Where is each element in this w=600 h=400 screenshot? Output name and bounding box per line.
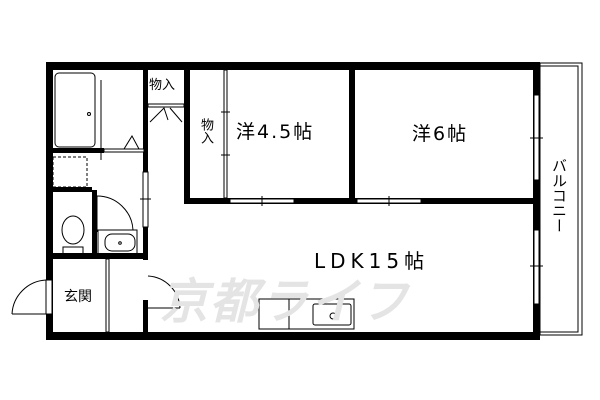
watermark: 京都ライフ <box>160 274 411 330</box>
ldk-door <box>147 275 181 309</box>
room-label-western-4-5: 洋4.5帖 <box>236 121 315 143</box>
toilet-door <box>96 195 134 231</box>
bathtub <box>54 72 140 160</box>
room-label-balcony: バルコニー <box>550 158 568 233</box>
room-label-ldk: LDK15帖 <box>314 249 430 273</box>
room-label-storage-side: 物入 <box>198 118 213 144</box>
washer-space <box>52 156 88 188</box>
kitchen-counter <box>258 298 355 330</box>
room-label-storage-top: 物入 <box>149 78 176 93</box>
room-label-entrance: 玄関 <box>64 289 92 305</box>
room-label-western-6: 洋6帖 <box>412 123 469 145</box>
storage-doors <box>147 103 185 123</box>
entrance-door <box>11 279 53 315</box>
toilet <box>61 215 85 255</box>
openings <box>103 69 543 333</box>
wash-basin <box>97 229 138 255</box>
